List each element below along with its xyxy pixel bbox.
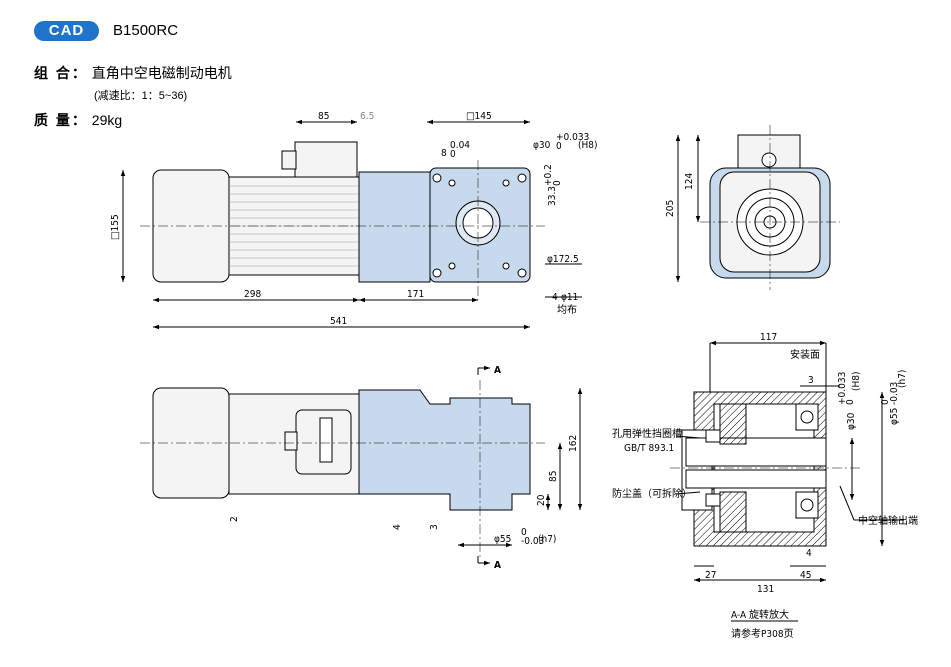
dim-bore-30-section-tol-lower: 0 bbox=[845, 399, 856, 405]
cad-badge: CAD bbox=[34, 21, 99, 41]
dim-8-tol-upper: 0.04 bbox=[450, 140, 470, 151]
mounting-face-label: 安装面 bbox=[790, 348, 820, 361]
dim-85-height: 85 bbox=[548, 471, 559, 482]
dim-bore-30-section-tol-upper: +0.033 bbox=[837, 372, 848, 405]
dim-phi172-5: φ172.5 bbox=[547, 254, 579, 265]
dim-4-section: 4 bbox=[806, 548, 812, 559]
dim-phi55-section-tol-upper: 0 bbox=[880, 399, 891, 405]
dim-phi55-section-fit: (h7) bbox=[897, 370, 908, 388]
mass-row: 质 量： 29kg bbox=[34, 110, 122, 130]
dim-45: 45 bbox=[800, 570, 811, 581]
section-mark-bottom: A bbox=[494, 560, 501, 571]
section-view-dims: 117 安装面 3 φ30 +0.033 0 (H8) φ55 0 -0.03 … bbox=[612, 332, 918, 640]
callout-circlip-groove: 孔用弹性挡圈槽 bbox=[612, 427, 682, 440]
dim-205: 205 bbox=[665, 200, 676, 217]
dim-4-phi11: 4-φ11 bbox=[552, 292, 578, 303]
dim-33-3-tol-lower: 0 bbox=[552, 180, 563, 186]
dim-phi55-section-tol-lower: -0.03 bbox=[889, 382, 900, 405]
model-number: B1500RC bbox=[113, 22, 179, 39]
front-view-dims: 85 6.5 □145 8 0.04 0 φ30 +0.033 0 (H8) 3… bbox=[110, 111, 598, 327]
combo-label: 组 合： bbox=[34, 65, 88, 81]
callout-hollow-shaft: 中空轴输出端 bbox=[858, 514, 918, 527]
dim-bore-30-tol-upper: +0.033 bbox=[556, 132, 589, 143]
dim-4-left: 4 bbox=[392, 524, 403, 530]
dim-6-5: 6.5 bbox=[360, 111, 374, 122]
dim-298: 298 bbox=[244, 289, 261, 300]
dim-124: 124 bbox=[684, 173, 695, 190]
dim-sq145: □145 bbox=[466, 111, 492, 122]
dim-541: 541 bbox=[330, 316, 347, 327]
dim-bore-30: φ30 bbox=[533, 140, 551, 151]
bottom-view bbox=[140, 365, 583, 566]
dim-117: 117 bbox=[760, 332, 777, 343]
dim-bore-30-section-fit: (H8) bbox=[851, 371, 862, 391]
mass-label: 质 量： bbox=[34, 112, 88, 128]
dim-131: 131 bbox=[757, 584, 774, 595]
dim-162: 162 bbox=[568, 435, 579, 452]
dim-bore-30-tol-lower: 0 bbox=[556, 141, 562, 152]
dim-33-3-tol-upper: +0.2 bbox=[543, 164, 554, 186]
dim-phi55-tol-upper: 0 bbox=[521, 527, 527, 538]
section-caption-ref: 请参考P308页 bbox=[731, 627, 794, 640]
dim-27: 27 bbox=[705, 570, 716, 581]
dim-171: 171 bbox=[407, 289, 424, 300]
bottom-view-dims: A A 162 85 20 2 4 3 φ55 0 -0.03 (h7) bbox=[229, 365, 579, 571]
ratio-note: (减速比：1：5~36) bbox=[94, 90, 188, 102]
side-view bbox=[675, 125, 840, 290]
dim-sq155: □155 bbox=[110, 214, 121, 240]
dim-3: 3 bbox=[429, 524, 440, 530]
combo-row: 组 合： 直角中空电磁制动电机 bbox=[34, 63, 232, 83]
dim-phi55-fit: (h7) bbox=[538, 534, 556, 545]
side-view-dims: 124 205 bbox=[665, 173, 695, 217]
dim-phi55-section: φ55 bbox=[889, 408, 900, 425]
dim-8-tol-lower: 0 bbox=[450, 149, 456, 160]
mass-value: 29kg bbox=[91, 112, 123, 128]
dim-bore-30-fit: (H8) bbox=[578, 140, 598, 151]
combo-value: 直角中空电磁制动电机 bbox=[91, 65, 232, 81]
dim-phi55: φ55 bbox=[494, 534, 511, 545]
dim-8: 8 bbox=[441, 148, 447, 159]
section-view bbox=[670, 340, 904, 583]
dim-20: 20 bbox=[536, 494, 547, 506]
dim-85: 85 bbox=[318, 111, 329, 122]
callout-standard: GB/T 893.1 bbox=[624, 443, 674, 454]
dim-bore-30-section: φ30 bbox=[846, 412, 857, 430]
front-view bbox=[120, 119, 582, 330]
section-mark-top: A bbox=[494, 365, 501, 376]
dim-2: 2 bbox=[229, 516, 240, 522]
dim-33-3: 33.3 bbox=[547, 186, 558, 206]
dim-evenly: 均布 bbox=[557, 304, 577, 316]
callout-dust-cover: 防尘盖（可拆除） bbox=[612, 487, 692, 500]
dim-3-section: 3 bbox=[808, 375, 814, 386]
dim-phi55-tol-lower: -0.03 bbox=[521, 536, 544, 547]
section-caption-title: A-A 旋转放大 bbox=[731, 608, 789, 621]
